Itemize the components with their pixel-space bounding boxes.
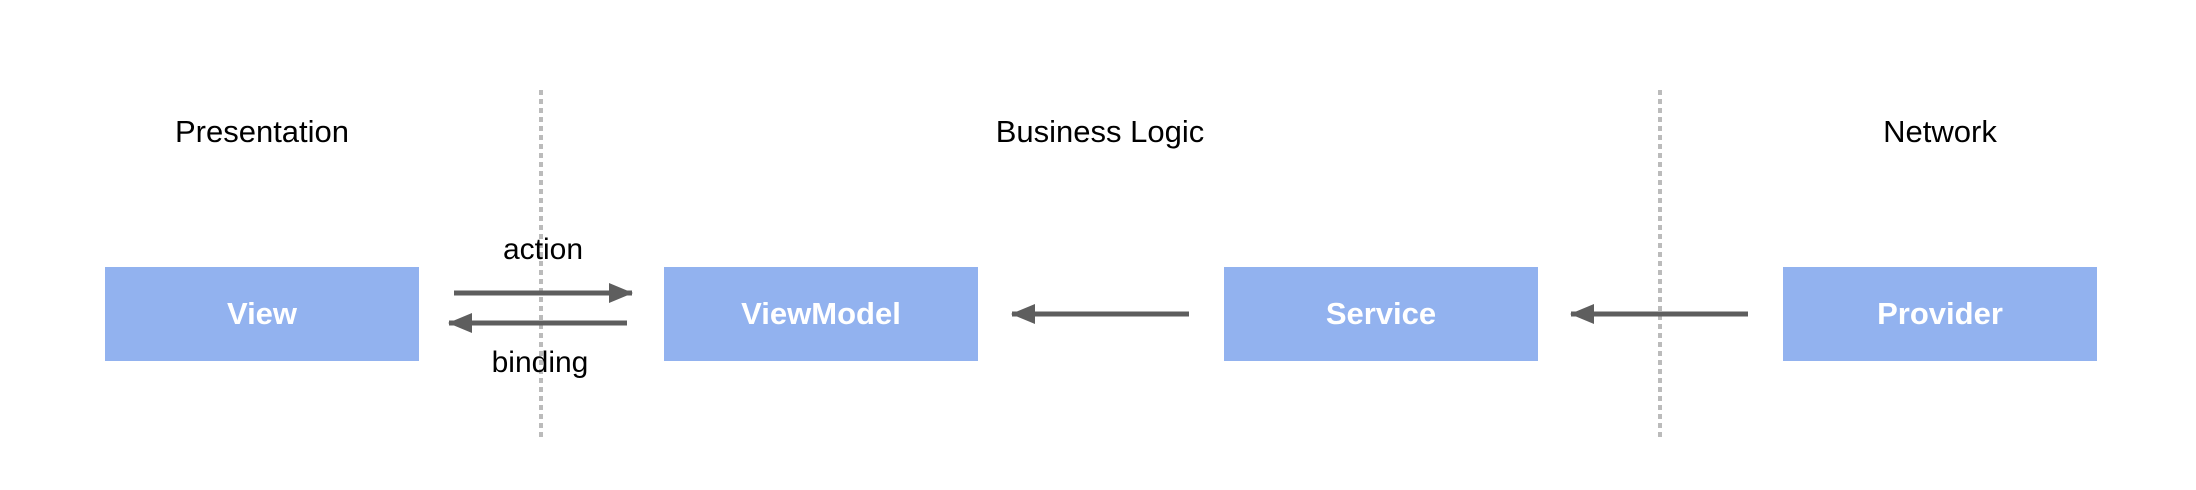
layer-title-network: Network xyxy=(1883,114,1997,149)
edge-label-action: action xyxy=(502,233,584,266)
edge-label-binding: binding xyxy=(491,346,589,379)
node-viewmodel: ViewModel xyxy=(664,267,978,361)
node-provider: Provider xyxy=(1783,267,2097,361)
node-view: View xyxy=(105,267,419,361)
layer-title-presentation: Presentation xyxy=(174,114,350,149)
node-service: Service xyxy=(1224,267,1538,361)
layer-title-business-logic: Business Logic xyxy=(995,114,1205,149)
